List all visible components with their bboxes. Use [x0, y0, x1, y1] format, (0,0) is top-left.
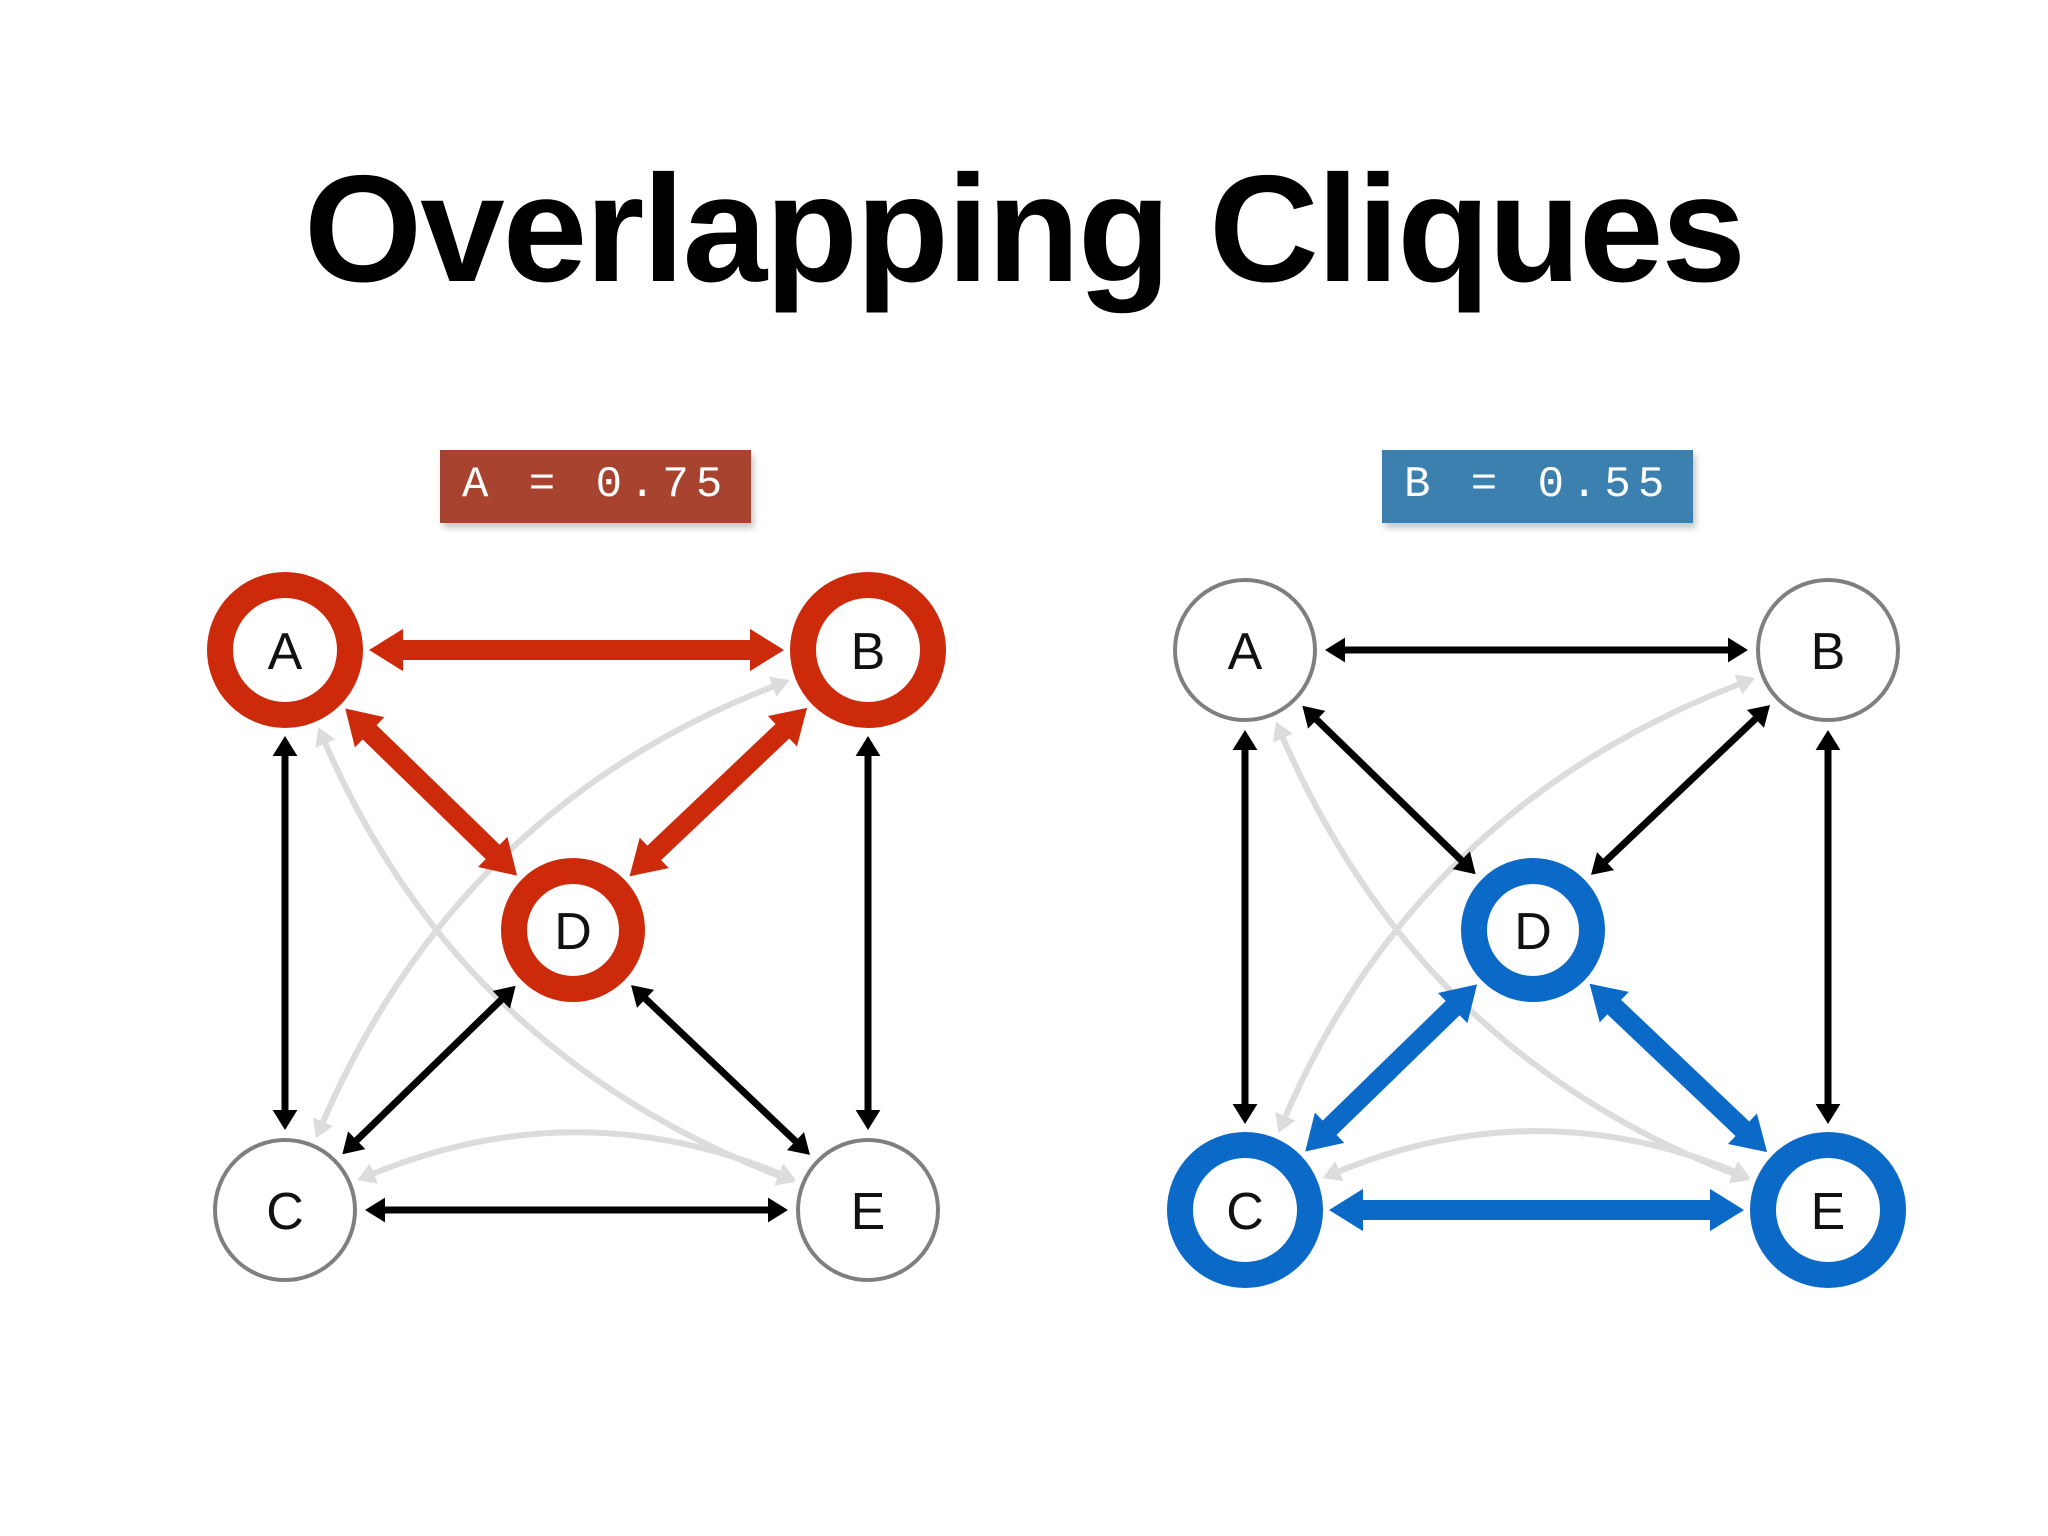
node-d[interactable]: D	[1461, 858, 1605, 1002]
clique-b-badge: B = 0.55	[1382, 450, 1694, 523]
node-layer: A B D C E	[1167, 578, 1906, 1288]
edge-A-C	[272, 736, 298, 1130]
edge-C-D	[342, 985, 516, 1155]
node-label-c: C	[1226, 1183, 1264, 1241]
edge-A-D	[345, 708, 518, 876]
node-label-e: E	[851, 1183, 886, 1241]
node-c[interactable]: C	[1167, 1132, 1323, 1288]
plain-edge-layer	[1232, 637, 1841, 1124]
edge-B-C-curve	[1275, 674, 1756, 1133]
node-label-a: A	[1228, 623, 1263, 681]
plain-edge-layer	[272, 736, 881, 1223]
node-b[interactable]: B	[790, 572, 946, 728]
node-e[interactable]: E	[1750, 1132, 1906, 1288]
highlight-edge-layer	[1305, 983, 1768, 1232]
node-label-c: C	[266, 1183, 304, 1241]
edge-A-B	[369, 628, 784, 672]
node-label-b: B	[851, 623, 886, 681]
edge-D-E	[631, 985, 810, 1155]
edge-D-E	[1589, 983, 1768, 1153]
node-label-b: B	[1811, 623, 1846, 681]
clique-a-badge: A = 0.75	[440, 450, 752, 523]
edge-C-E-curve	[357, 1129, 796, 1184]
clique-a-graph-svg: A B D C E	[207, 572, 946, 1282]
edge-B-D	[1591, 705, 1770, 875]
node-b[interactable]: B	[1756, 578, 1900, 722]
node-label-d: D	[1514, 903, 1552, 961]
edge-C-E	[365, 1197, 788, 1223]
node-a[interactable]: A	[207, 572, 363, 728]
edge-A-D	[1302, 705, 1476, 875]
node-a[interactable]: A	[1173, 578, 1317, 722]
edge-A-C	[1232, 730, 1258, 1124]
node-label-a: A	[268, 623, 303, 681]
edge-C-E-curve	[1322, 1128, 1751, 1182]
clique-a-graph: A B D C E	[130, 520, 1030, 1320]
node-c[interactable]: C	[213, 1138, 357, 1282]
clique-b-graph-svg: A B D C E	[1167, 578, 1906, 1288]
node-label-d: D	[554, 903, 592, 961]
edge-B-E	[855, 736, 881, 1130]
node-e[interactable]: E	[796, 1138, 940, 1282]
page-title: Overlapping Cliques	[303, 144, 1746, 314]
edge-C-E	[1329, 1188, 1744, 1232]
node-layer: A B D C E	[207, 572, 946, 1282]
clique-b-graph: A B D C E	[1090, 520, 1990, 1320]
node-d[interactable]: D	[501, 858, 645, 1002]
edge-B-D	[629, 707, 808, 877]
highlight-edge-layer	[345, 628, 808, 877]
node-label-e: E	[1811, 1183, 1846, 1241]
edge-C-D	[1305, 984, 1478, 1152]
edge-B-E	[1815, 730, 1841, 1124]
edge-A-B	[1325, 637, 1748, 663]
